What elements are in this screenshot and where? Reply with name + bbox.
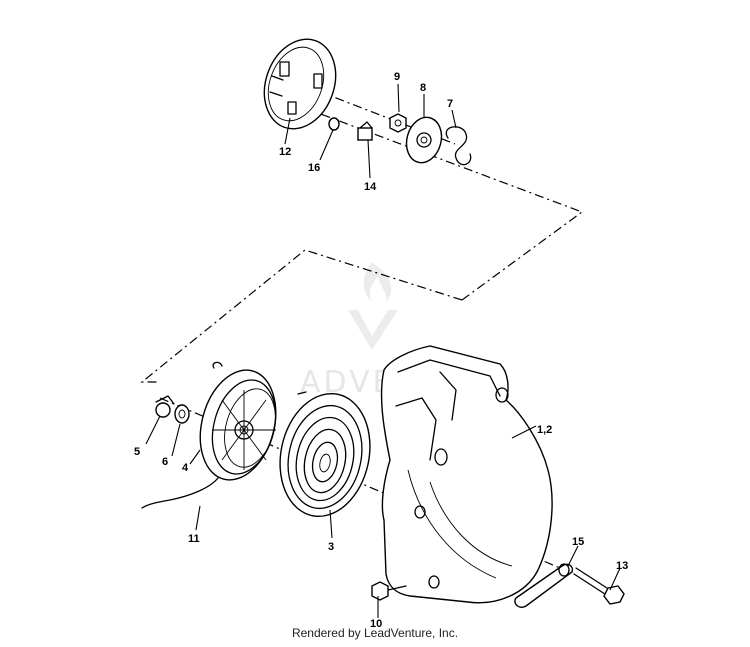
part-3-recoil-spring [279,391,371,518]
leader-lines [145,83,621,618]
callout-14: 14 [364,181,377,193]
assembly-plane-dashed [140,97,584,383]
callout-7: 7 [447,98,453,110]
part-4-rope-pulley [199,361,277,481]
callout-1-2: 1,2 [537,424,552,436]
callout-9: 9 [394,71,400,83]
part-1-2-starter-housing [380,345,553,604]
part-10-screw [371,581,407,601]
callout-13: 13 [616,560,628,572]
callout-10: 10 [370,618,382,630]
callout-15: 15 [572,536,584,548]
part-9-nut [389,113,407,133]
part-5-pawl [155,395,175,418]
part-15-handle [514,563,574,608]
part-7-clip-spring [445,126,472,166]
callout-3: 3 [328,541,334,553]
callout-4: 4 [182,462,189,474]
callout-16: 16 [308,162,320,174]
callout-12: 12 [279,146,291,158]
part-8-ratchet-plate [405,116,443,164]
callout-8: 8 [420,82,426,94]
part-14-bolt [357,121,373,141]
part-12-rotor-cup [263,38,337,130]
callout-5: 5 [134,446,140,458]
callout-11: 11 [188,533,200,545]
callout-6: 6 [162,456,168,468]
part-6-spring [174,404,190,424]
render-credit: Rendered by LeadVenture, Inc. [291,626,459,640]
part-11-starter-rope [141,477,219,509]
part-13-bolt [573,567,625,605]
part-16-washer [328,117,340,131]
